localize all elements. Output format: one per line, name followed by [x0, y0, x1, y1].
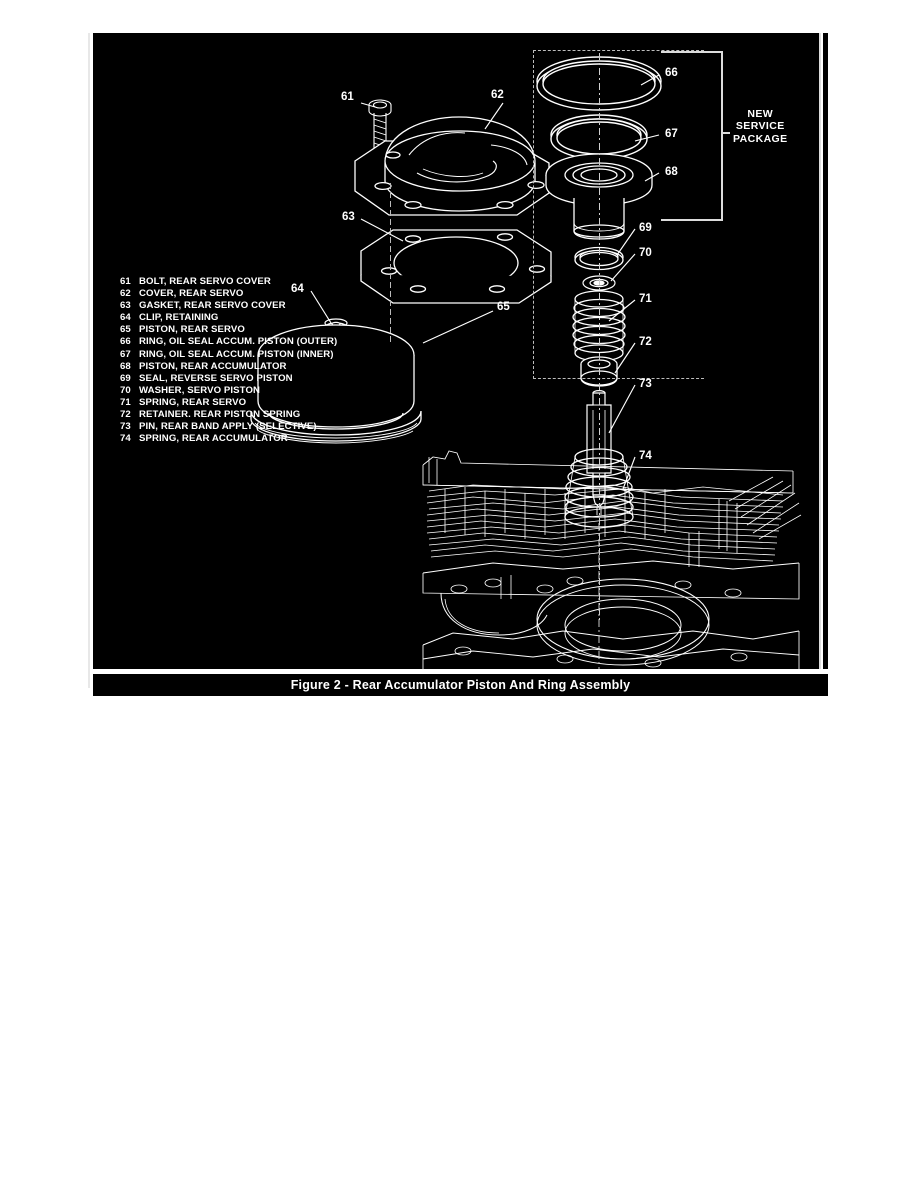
legend-item: 65 PISTON, REAR SERVO [120, 324, 337, 336]
callout-62: 62 [491, 89, 504, 101]
legend-label: RING, OIL SEAL ACCUM. PISTON (OUTER) [139, 336, 338, 348]
nsp-line-1: NEW [747, 108, 774, 120]
nsp-line-2: SERVICE [735, 120, 785, 133]
service-package-group-box [533, 50, 704, 379]
legend-item: 70 WASHER, SERVO PISTON [120, 385, 337, 397]
legend-number: 68 [120, 360, 131, 372]
callout-66: 66 [665, 67, 678, 79]
part-61-bolt [368, 99, 392, 154]
legend-label: RING, OIL SEAL ACCUM. PISTON (INNER) [139, 348, 334, 360]
legend-number: 66 [120, 336, 131, 348]
legend-item: 62 COVER, REAR SERVO [120, 288, 337, 300]
legend-number: 61 [120, 276, 131, 287]
callout-65: 65 [497, 301, 510, 313]
transmission-case-photo [422, 450, 802, 669]
legend-item: 66 RING, OIL SEAL ACCUM. PISTON (OUTER) [120, 336, 337, 348]
callout-68: 68 [665, 166, 678, 178]
legend-item: 69 SEAL, REVERSE SERVO PISTON [120, 373, 337, 385]
legend-number: 64 [120, 312, 131, 324]
legend-number: 62 [120, 288, 131, 300]
panel-left-rule [88, 33, 90, 688]
legend-item: 68 PISTON, REAR ACCUMULATOR [120, 361, 337, 373]
service-package-tick [721, 132, 730, 134]
callout-74: 74 [639, 450, 652, 462]
legend-number: 72 [120, 409, 131, 421]
legend-number: 65 [120, 324, 131, 336]
legend-label: CLIP, RETAINING [139, 312, 219, 324]
callout-64: 64 [291, 283, 304, 295]
figure-block: NEW SERVICE PACKAGE 61 62 63 64 65 66 67… [88, 28, 828, 696]
legend-item: 71 SPRING, REAR SERVO [120, 397, 337, 409]
legend-number: 71 [120, 396, 131, 408]
legend-number: 67 [120, 348, 131, 360]
legend-item: 67 RING, OIL SEAL ACCUM. PISTON (INNER) [120, 349, 337, 361]
exploded-view-illustration: NEW SERVICE PACKAGE 61 62 63 64 65 66 67… [93, 33, 819, 669]
panel-right-strip [823, 33, 828, 669]
legend-item: 74 SPRING, REAR ACCUMULATOR [120, 433, 337, 445]
legend-number: 73 [120, 421, 131, 433]
part-62-servo-cover [354, 116, 550, 216]
callout-67: 67 [665, 128, 678, 140]
callout-73: 73 [639, 378, 652, 390]
callout-63: 63 [342, 211, 355, 223]
legend-label: SPRING, REAR ACCUMULATOR [139, 433, 288, 445]
callout-72: 72 [639, 336, 652, 348]
legend-item: 64 CLIP, RETAINING [120, 312, 337, 324]
legend-label: GASKET, REAR SERVO COVER [139, 300, 286, 312]
callout-70: 70 [639, 247, 652, 259]
legend-label: RETAINER. REAR PISTON SPRING [139, 409, 301, 421]
figure-caption: Figure 2 - Rear Accumulator Piston And R… [290, 678, 631, 692]
legend-label: SPRING, REAR SERVO [139, 396, 247, 408]
new-service-package-label: NEW SERVICE PACKAGE [733, 108, 788, 145]
legend-number: 63 [120, 300, 131, 312]
legend-item: 73 PIN, REAR BAND APPLY (SELECTIVE) [120, 421, 337, 433]
legend-number: 70 [120, 384, 131, 396]
servo-piston-centerline [390, 183, 391, 343]
legend-item: 61 BOLT, REAR SERVO COVER [120, 276, 337, 288]
legend-label: PIN, REAR BAND APPLY (SELECTIVE) [139, 421, 317, 433]
legend-label: SEAL, REVERSE SERVO PISTON [139, 372, 293, 384]
nsp-line-3: PACKAGE [733, 132, 788, 145]
assembly-centerline [599, 53, 600, 623]
legend-label: PISTON, REAR ACCUMULATOR [139, 360, 287, 372]
figure-caption-bar: Figure 2 - Rear Accumulator Piston And R… [93, 674, 828, 696]
parts-legend: 61 BOLT, REAR SERVO COVER 62 COVER, REAR S… [120, 276, 337, 445]
callout-69: 69 [639, 222, 652, 234]
callout-61: 61 [341, 91, 354, 103]
legend-label: COVER, REAR SERVO [139, 288, 244, 300]
legend-label: PISTON, REAR SERVO [139, 324, 245, 336]
legend-number: 69 [120, 372, 131, 384]
legend-item: 63 GASKET, REAR SERVO COVER [120, 300, 337, 312]
callout-71: 71 [639, 293, 652, 305]
legend-label: WASHER, SERVO PISTON [139, 384, 261, 396]
panel-right-rule [819, 33, 821, 669]
legend-number: 74 [120, 433, 131, 445]
service-package-bracket [661, 51, 723, 221]
legend-item: 72 RETAINER. REAR PISTON SPRING [120, 409, 337, 421]
legend-label: BOLT, REAR SERVO COVER [139, 276, 271, 287]
